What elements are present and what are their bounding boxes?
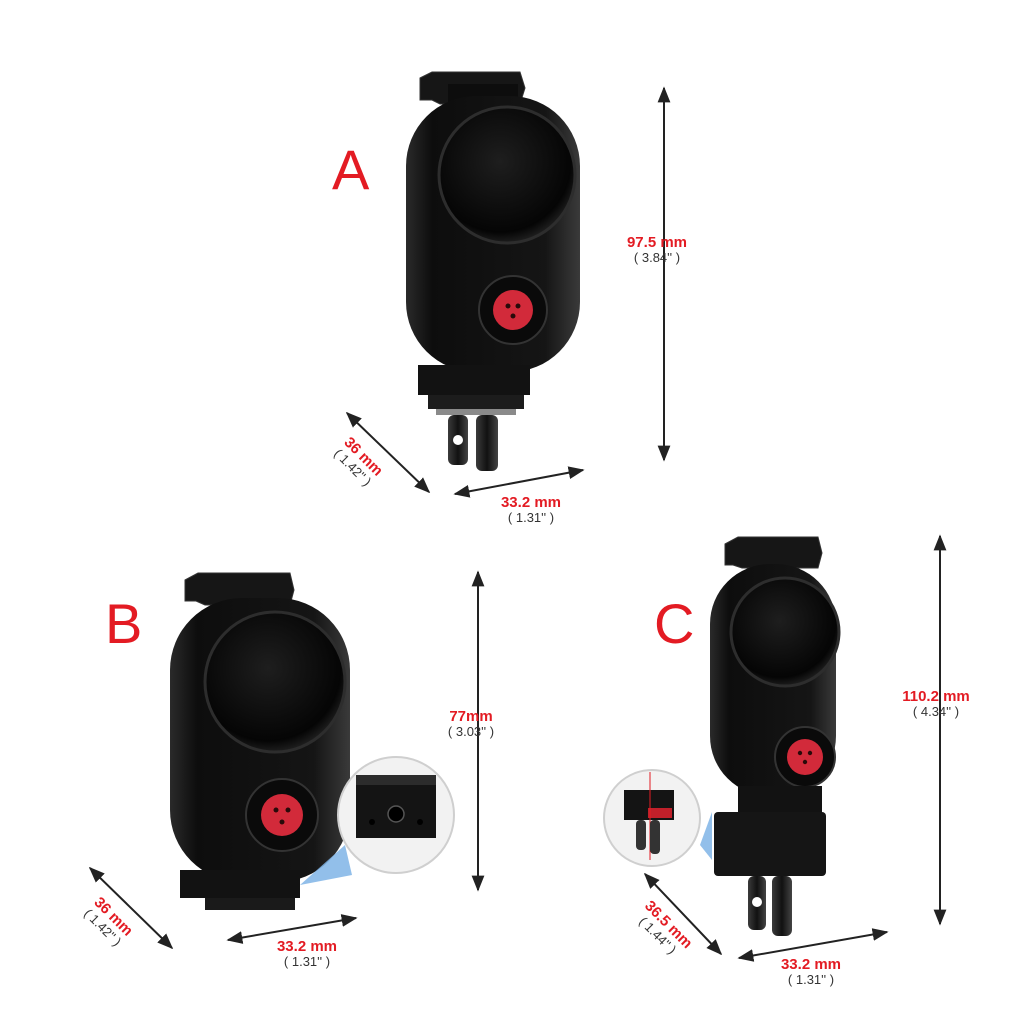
c-width-mm: 33.2 mm bbox=[780, 956, 842, 973]
product-b bbox=[170, 572, 455, 910]
c-width-dimension: 33.2 mm ( 1.31'' ) bbox=[766, 956, 856, 988]
lens-cover bbox=[203, 610, 347, 754]
lens-cover bbox=[437, 105, 577, 245]
product-c bbox=[603, 536, 841, 936]
variant-b-label: B bbox=[105, 592, 143, 655]
b-depth-arrow bbox=[88, 866, 174, 950]
c-height-in: ( 4.34'' ) bbox=[912, 704, 960, 720]
b-width-in: ( 1.31'' ) bbox=[283, 954, 331, 970]
variant-c-label: C bbox=[654, 592, 695, 655]
c-depth-arrow bbox=[643, 872, 723, 956]
b-width-dimension: 33.2 mm ( 1.31'' ) bbox=[262, 938, 352, 970]
c-height-dimension: 110.2 mm ( 4.34'' ) bbox=[886, 688, 986, 720]
zoom-inset-quick-release bbox=[603, 769, 701, 867]
a-height-mm: 97.5 mm bbox=[626, 234, 688, 251]
product-a bbox=[406, 71, 580, 471]
lock-knob bbox=[245, 778, 319, 852]
lock-knob bbox=[478, 275, 548, 345]
a-width-arrow bbox=[453, 466, 585, 498]
a-height-dimension: 97.5 mm ( 3.84'' ) bbox=[612, 234, 702, 266]
gopro-mount bbox=[748, 876, 792, 936]
c-width-in: ( 1.31'' ) bbox=[787, 972, 835, 988]
zoom-inset-threaded-hole bbox=[337, 756, 455, 874]
top-clamp bbox=[724, 536, 823, 569]
a-width-in: ( 1.31'' ) bbox=[507, 510, 555, 526]
c-height-mm: 110.2 mm bbox=[902, 688, 970, 705]
b-width-arrow bbox=[226, 914, 358, 944]
base-clamp bbox=[714, 786, 826, 876]
dimension-arrows bbox=[88, 86, 947, 962]
c-width-arrow bbox=[737, 928, 889, 962]
zoom-wedge bbox=[700, 812, 712, 860]
a-width-dimension: 33.2 mm ( 1.31'' ) bbox=[486, 494, 576, 526]
base-clamp bbox=[418, 365, 530, 415]
gopro-mount bbox=[448, 415, 498, 471]
base-clamp bbox=[180, 870, 300, 910]
lock-knob bbox=[774, 726, 836, 788]
a-height-in: ( 3.84'' ) bbox=[633, 250, 681, 266]
b-width-mm: 33.2 mm bbox=[276, 938, 338, 955]
zoom-wedge bbox=[300, 845, 352, 885]
a-depth-arrow bbox=[345, 411, 431, 494]
variant-a-label: A bbox=[332, 138, 370, 201]
b-height-in: ( 3.03'' ) bbox=[447, 724, 495, 740]
b-height-dimension: 77mm ( 3.03'' ) bbox=[426, 708, 516, 740]
b-height-mm: 77mm bbox=[449, 708, 493, 725]
a-width-mm: 33.2 mm bbox=[500, 494, 562, 511]
lens-cover bbox=[729, 576, 841, 688]
